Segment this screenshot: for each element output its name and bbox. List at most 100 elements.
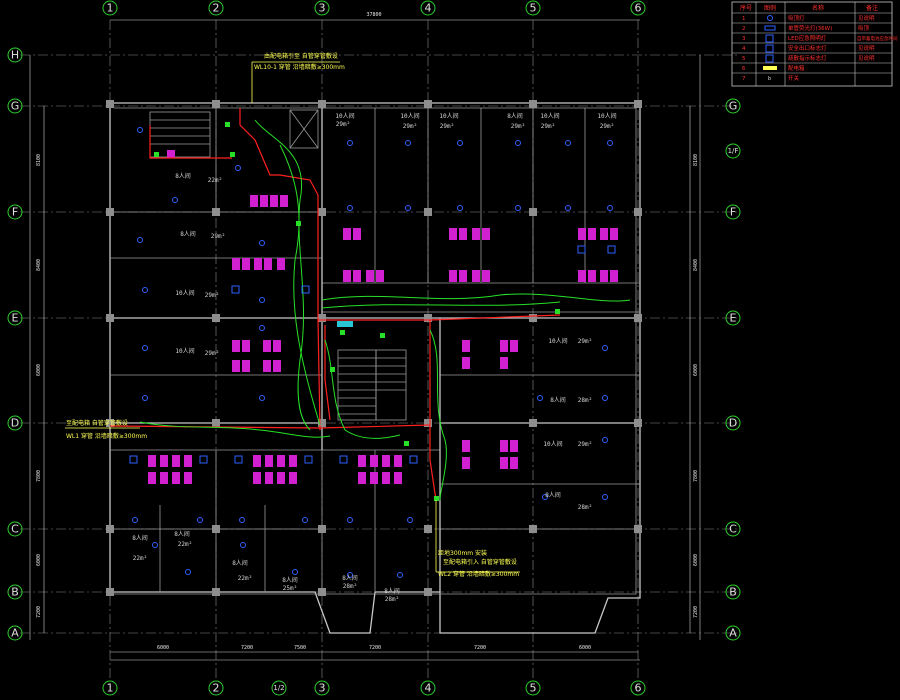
dim-bottom-1: 6000 — [157, 645, 169, 651]
svg-text:C: C — [729, 523, 737, 536]
svg-text:G: G — [729, 100, 738, 113]
grid-bubble-B-left: B — [7, 584, 23, 600]
dim-left-5: 6000 — [36, 554, 42, 566]
grid-bubble-6-bottom: 6 — [630, 680, 646, 696]
svg-text:22m²: 22m² — [208, 177, 222, 184]
grid-bubble-2-bottom: 2 — [208, 680, 224, 696]
svg-text:29m²: 29m² — [600, 123, 614, 130]
svg-text:10人间: 10人间 — [597, 112, 616, 120]
grid-bubble-6-top: 6 — [630, 0, 646, 16]
dim-bottom-6: 6000 — [579, 645, 591, 651]
dim-left-6: 7200 — [36, 606, 42, 618]
svg-text:25m²: 25m² — [283, 585, 297, 592]
svg-text:3: 3 — [742, 36, 746, 42]
dim-left-4: 7800 — [36, 470, 42, 482]
svg-text:28m²: 28m² — [385, 596, 399, 603]
svg-text:2: 2 — [213, 682, 220, 695]
svg-text:E: E — [12, 312, 19, 325]
svg-text:B: B — [11, 586, 19, 599]
grid-bubble-B-right: B — [725, 584, 741, 600]
svg-text:8人间: 8人间 — [545, 491, 561, 499]
legend-table: 序号 图例 名称 备注 1 吸顶灯 见说明 2 单管荧光灯(36W) 吸顶 3 … — [731, 1, 898, 87]
svg-text:6: 6 — [635, 682, 642, 695]
light-panels — [148, 150, 618, 484]
svg-text:28m²: 28m² — [578, 397, 592, 404]
grid-bubble-2-top: 2 — [208, 0, 224, 16]
svg-text:8人间: 8人间 — [507, 112, 523, 120]
grid-bubble-A-left: A — [7, 625, 23, 641]
building-walls — [109, 102, 641, 634]
svg-text:自带蓄电池应急时间: 自带蓄电池应急时间 — [857, 35, 898, 42]
svg-text:吸顶灯: 吸顶灯 — [788, 14, 805, 22]
svg-text:8人间: 8人间 — [384, 587, 400, 595]
svg-text:8人间: 8人间 — [550, 396, 566, 404]
svg-text:安全出口标志灯: 安全出口标志灯 — [788, 44, 827, 52]
svg-text:G: G — [11, 100, 20, 113]
svg-text:5: 5 — [530, 682, 537, 695]
grid-bubble-D-left: D — [7, 415, 23, 431]
grid-bubble-C-right: C — [725, 521, 741, 537]
svg-text:29m²: 29m² — [336, 121, 350, 128]
svg-text:10人间: 10人间 — [548, 337, 567, 345]
svg-text:5: 5 — [530, 2, 537, 15]
svg-text:8人间: 8人间 — [174, 530, 190, 538]
dim-bottom-4: 7200 — [369, 645, 381, 651]
svg-text:H: H — [11, 49, 19, 62]
legend-header-name: 名称 — [812, 4, 824, 12]
ceiling-light-icon — [767, 15, 773, 21]
drawing-frame — [29, 19, 701, 661]
emergency-lights — [129, 245, 616, 464]
grid-bubbles-bottom: 1 2 1/2 3 4 5 6 — [102, 680, 646, 696]
dim-right-3: 6000 — [693, 364, 699, 376]
legend-header-symbol: 图例 — [764, 4, 776, 12]
dimensions: 37800 6000 7200 7500 7200 7200 6000 8100… — [36, 12, 699, 653]
svg-text:见说明: 见说明 — [858, 54, 875, 62]
svg-text:F: F — [12, 206, 18, 219]
note-right-3: WL2 穿管 沿墙暗敷≥300mm — [438, 570, 519, 578]
dim-bottom-5: 7200 — [474, 645, 486, 651]
dim-right-5: 6000 — [693, 554, 699, 566]
grid-bubble-G-left: G — [7, 98, 23, 114]
svg-text:8人间: 8人间 — [132, 534, 148, 542]
grid-bubble-D-right: D — [725, 415, 741, 431]
svg-text:6: 6 — [742, 66, 746, 72]
power-wiring — [109, 108, 561, 501]
svg-text:开关: 开关 — [788, 74, 800, 82]
dim-right-6: 7200 — [693, 606, 699, 618]
svg-text:28m²: 28m² — [578, 504, 592, 511]
svg-text:5: 5 — [742, 56, 746, 62]
evacuation-sign-icon — [765, 54, 774, 63]
svg-text:8人间: 8人间 — [180, 230, 196, 238]
ceiling-lights — [132, 127, 613, 578]
horizontal-axes — [20, 54, 740, 634]
svg-text:1/F: 1/F — [728, 147, 739, 155]
room-labels: 8人间 22m² 8人间 29m² 10人间 29m² 10人间 29m² 10人间 29… — [132, 112, 616, 603]
svg-text:29m²: 29m² — [541, 123, 555, 130]
svg-text:10人间: 10人间 — [540, 112, 559, 120]
svg-text:22m²: 22m² — [178, 541, 192, 548]
stair-treads — [150, 119, 406, 415]
structural-columns — [106, 100, 642, 596]
switches — [154, 122, 560, 501]
dim-left-3: 6000 — [36, 364, 42, 376]
dim-bottom-3: 7500 — [294, 645, 306, 651]
switch-icon: b — [768, 76, 771, 82]
svg-text:吸顶: 吸顶 — [858, 25, 870, 32]
svg-text:单管荧光灯(36W): 单管荧光灯(36W) — [788, 24, 832, 32]
svg-text:1: 1 — [107, 682, 114, 695]
grid-bubble-H-left: H — [7, 47, 23, 63]
svg-text:29m²: 29m² — [578, 338, 592, 345]
svg-text:29m²: 29m² — [205, 350, 219, 357]
svg-text:C: C — [11, 523, 19, 536]
grid-bubble-A-right: A — [725, 625, 741, 641]
dim-right-2: 8400 — [693, 259, 699, 271]
dim-left-1: 8100 — [36, 154, 42, 166]
grid-bubble-3-bottom: 3 — [314, 680, 330, 696]
distribution-box-icon — [763, 66, 777, 70]
grid-bubble-4-bottom: 4 — [420, 680, 436, 696]
svg-text:2: 2 — [213, 2, 220, 15]
svg-text:10人间: 10人间 — [400, 112, 419, 120]
svg-text:29m²: 29m² — [403, 123, 417, 130]
svg-text:8人间: 8人间 — [282, 576, 298, 584]
